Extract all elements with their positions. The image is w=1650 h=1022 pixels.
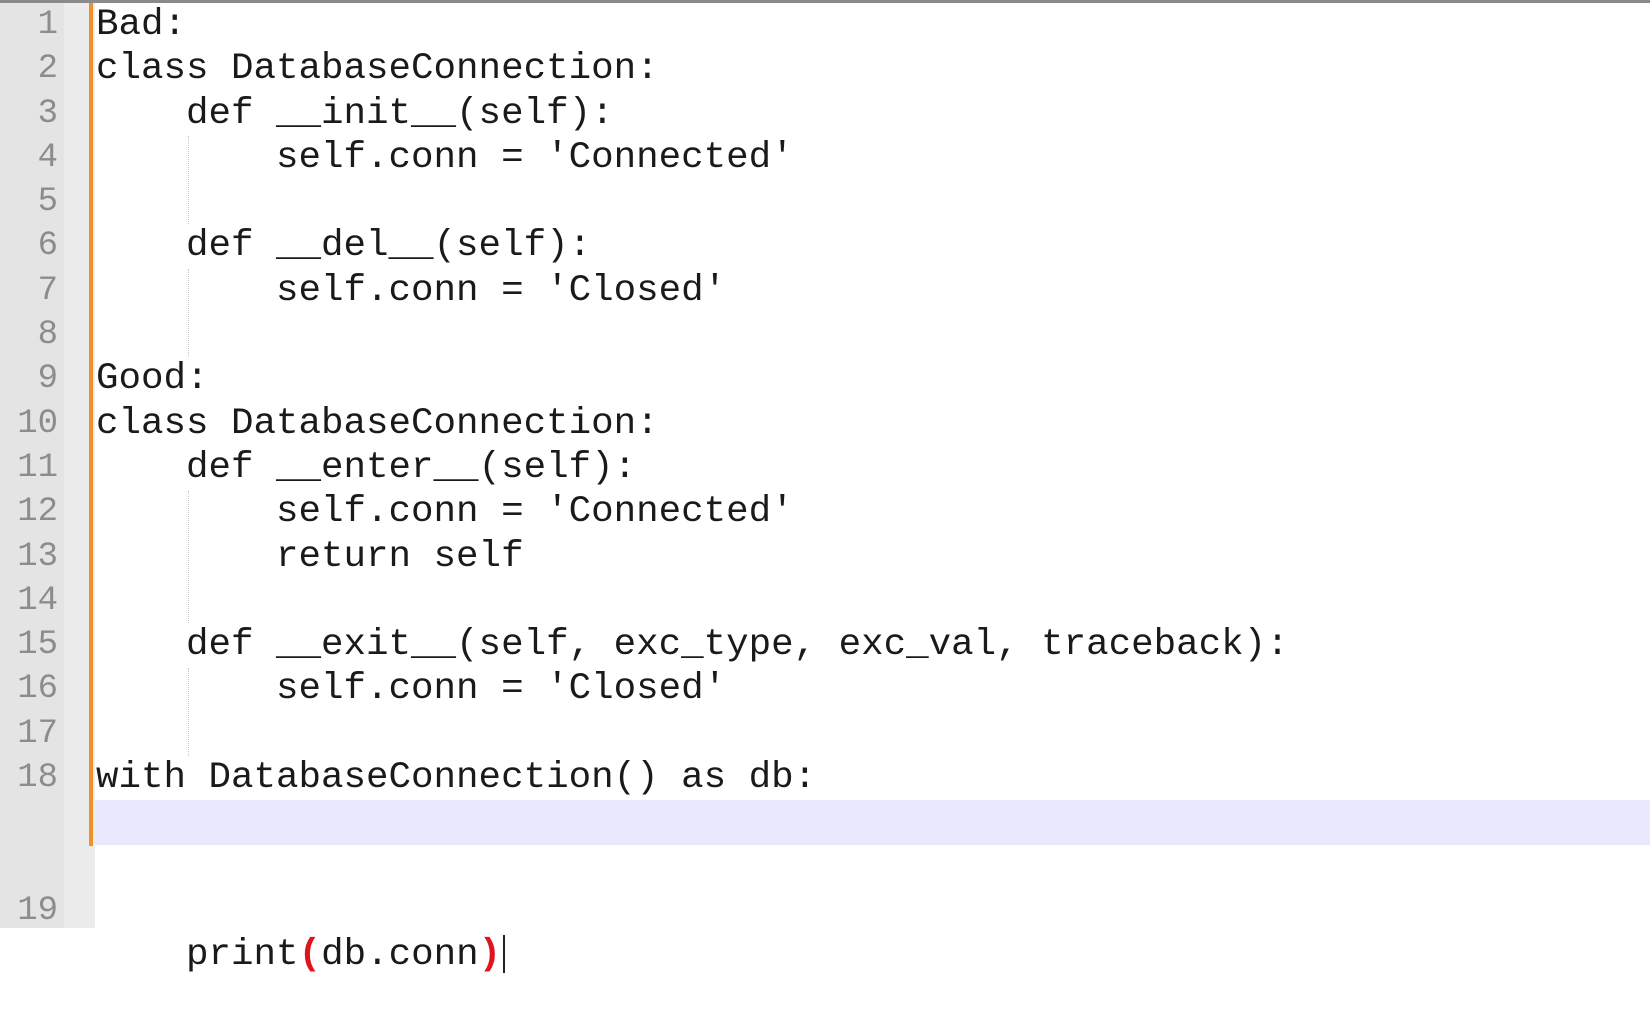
- change-history-bar: [89, 3, 93, 846]
- line-number: 11: [17, 448, 58, 487]
- line-number: 1: [37, 6, 58, 44]
- code-line[interactable]: 10 class DatabaseConnection:: [0, 402, 1650, 446]
- indent-guide: [188, 269, 189, 357]
- code-text: self.conn = 'Closed': [96, 668, 727, 711]
- code-line[interactable]: 11 def __enter__(self):: [0, 446, 1650, 490]
- code-text: print(db.conn): [96, 933, 506, 977]
- brace-match-open: (: [298, 934, 322, 977]
- indent-guide: [188, 668, 189, 756]
- code-text: self.conn = 'Connected': [96, 136, 794, 179]
- line-number: 9: [37, 360, 58, 399]
- code-line[interactable]: 7 self.conn = 'Closed': [0, 269, 1650, 313]
- code-line-current[interactable]: 19 print(db.conn): [0, 800, 1650, 976]
- code-text: self.conn = 'Connected': [96, 491, 794, 534]
- code-text: return self: [96, 535, 524, 578]
- code-line[interactable]: 13 return self: [0, 535, 1650, 579]
- code-line[interactable]: 16 self.conn = 'Closed': [0, 667, 1650, 711]
- code-line[interactable]: 18 with DatabaseConnection() as db:: [0, 756, 1650, 800]
- code-token: print: [96, 934, 299, 977]
- code-line[interactable]: 17: [0, 712, 1650, 756]
- line-number: 10: [17, 404, 58, 443]
- line-number: 4: [37, 138, 58, 177]
- current-line-highlight: [95, 800, 1650, 845]
- line-number: 15: [17, 626, 58, 665]
- indent-guide: [188, 491, 189, 623]
- line-number: 18: [17, 759, 58, 798]
- code-text: Good:: [96, 358, 209, 401]
- line-number: 2: [37, 50, 58, 89]
- code-line[interactable]: 1 Bad:: [0, 3, 1650, 47]
- code-line[interactable]: 6 def __del__(self):: [0, 224, 1650, 268]
- code-text: def __del__(self):: [96, 225, 592, 268]
- code-text: with DatabaseConnection() as db:: [96, 757, 817, 800]
- brace-match-close: ): [478, 934, 502, 977]
- code-text: def __init__(self):: [96, 92, 614, 135]
- line-number: 7: [37, 271, 58, 310]
- line-number: 8: [37, 316, 58, 355]
- code-text: def __exit__(self, exc_type, exc_val, tr…: [96, 624, 1289, 667]
- code-text: def __enter__(self):: [96, 446, 637, 489]
- line-number: 13: [17, 537, 58, 576]
- indent-guide: [188, 136, 189, 224]
- line-number: 5: [37, 183, 58, 222]
- code-line[interactable]: 14: [0, 579, 1650, 623]
- window-top-border: [0, 0, 1650, 3]
- code-line[interactable]: 15 def __exit__(self, exc_type, exc_val,…: [0, 623, 1650, 667]
- code-line[interactable]: 9 Good:: [0, 357, 1650, 401]
- code-token: db.conn: [321, 934, 479, 977]
- code-line[interactable]: 12 self.conn = 'Connected': [0, 490, 1650, 534]
- line-number-gutter: [0, 3, 64, 928]
- text-cursor: [503, 935, 506, 974]
- line-number: 19: [17, 891, 58, 930]
- line-number: 6: [37, 227, 58, 266]
- line-number: 16: [17, 670, 58, 709]
- code-text: self.conn = 'Closed': [96, 269, 727, 312]
- code-text: class DatabaseConnection:: [96, 48, 659, 91]
- code-line[interactable]: 3 def __init__(self):: [0, 92, 1650, 136]
- code-line[interactable]: 2 class DatabaseConnection:: [0, 47, 1650, 91]
- code-line[interactable]: 8: [0, 313, 1650, 357]
- code-line[interactable]: 5: [0, 180, 1650, 224]
- code-line[interactable]: 4 self.conn = 'Connected': [0, 136, 1650, 180]
- code-text: class DatabaseConnection:: [96, 402, 659, 445]
- code-text: Bad:: [96, 4, 187, 46]
- line-number: 17: [17, 714, 58, 753]
- line-number: 3: [37, 94, 58, 133]
- line-number: 14: [17, 581, 58, 620]
- line-number: 12: [17, 493, 58, 532]
